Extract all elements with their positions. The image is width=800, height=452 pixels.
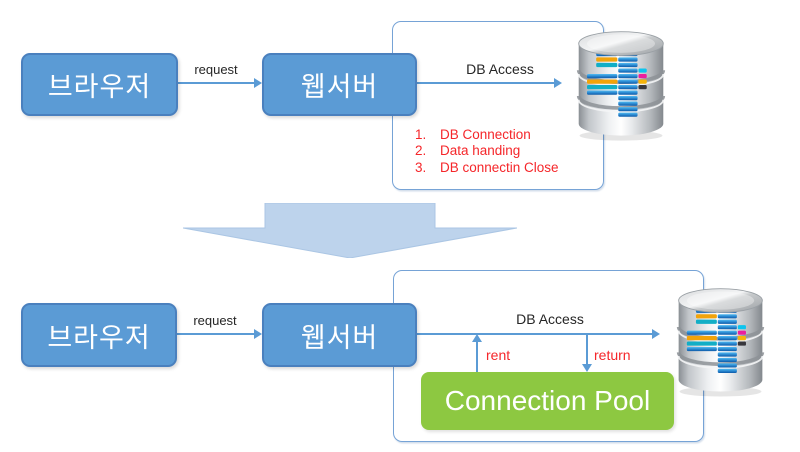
connection-pool-label: Connection Pool — [444, 385, 651, 416]
db-step-item: 2. Data handing — [415, 143, 559, 159]
rent-arrow — [472, 334, 482, 372]
arrowhead-up-icon — [472, 334, 482, 342]
connection-pool-box: Connection Pool — [421, 372, 674, 430]
arrow-shaft — [586, 334, 588, 365]
db-step-item: 3. DB connectin Close — [415, 160, 559, 176]
bottom-db-access-label: DB Access — [516, 311, 584, 327]
arrow-shaft — [174, 82, 256, 84]
return-label: return — [594, 347, 631, 363]
top-request-arrow — [174, 78, 262, 88]
bottom-request-label: request — [193, 313, 237, 328]
arrowhead-right-icon — [254, 329, 262, 339]
arrow-shaft — [413, 333, 654, 335]
bottom-browser-label: 브라우저 — [47, 322, 151, 353]
top-webserver-label: 웹서버 — [300, 72, 379, 102]
bottom-browser-box: 브라우저 — [21, 303, 177, 367]
arrow-shaft — [173, 333, 256, 335]
bottom-database-icon — [675, 285, 766, 398]
arrow-shaft — [413, 82, 556, 84]
db-steps-list: 1. DB Connection 2. Data handing 3. DB c… — [415, 127, 559, 176]
top-browser-box: 브라우저 — [21, 53, 178, 116]
arrowhead-down-icon — [582, 364, 592, 372]
top-browser-label: 브라우저 — [47, 72, 152, 102]
step-text: DB connectin Close — [440, 159, 559, 175]
top-db-access-arrow — [413, 78, 562, 88]
top-database-icon — [575, 28, 667, 142]
transition-down-arrow-icon — [183, 203, 517, 258]
bottom-webserver-box: 웹서버 — [262, 303, 417, 367]
arrowhead-right-icon — [652, 329, 660, 339]
top-request-label: request — [194, 62, 238, 77]
arrowhead-right-icon — [254, 78, 262, 88]
step-number: 2. — [415, 143, 427, 159]
arrow-shaft — [476, 341, 478, 372]
step-text: Data handing — [440, 143, 521, 159]
bottom-request-arrow — [173, 329, 262, 339]
rent-label: rent — [486, 347, 511, 363]
top-webserver-box: 웹서버 — [262, 53, 417, 116]
step-number: 1. — [415, 127, 427, 142]
bottom-webserver-label: 웹서버 — [300, 322, 379, 353]
db-step-item: 1. DB Connection — [415, 127, 559, 143]
top-db-access-label: DB Access — [466, 61, 534, 77]
arrowhead-right-icon — [554, 78, 562, 88]
step-text: DB Connection — [440, 127, 531, 142]
step-number: 3. — [415, 159, 427, 175]
bottom-db-access-arrow — [413, 329, 660, 339]
return-arrow — [582, 334, 592, 372]
